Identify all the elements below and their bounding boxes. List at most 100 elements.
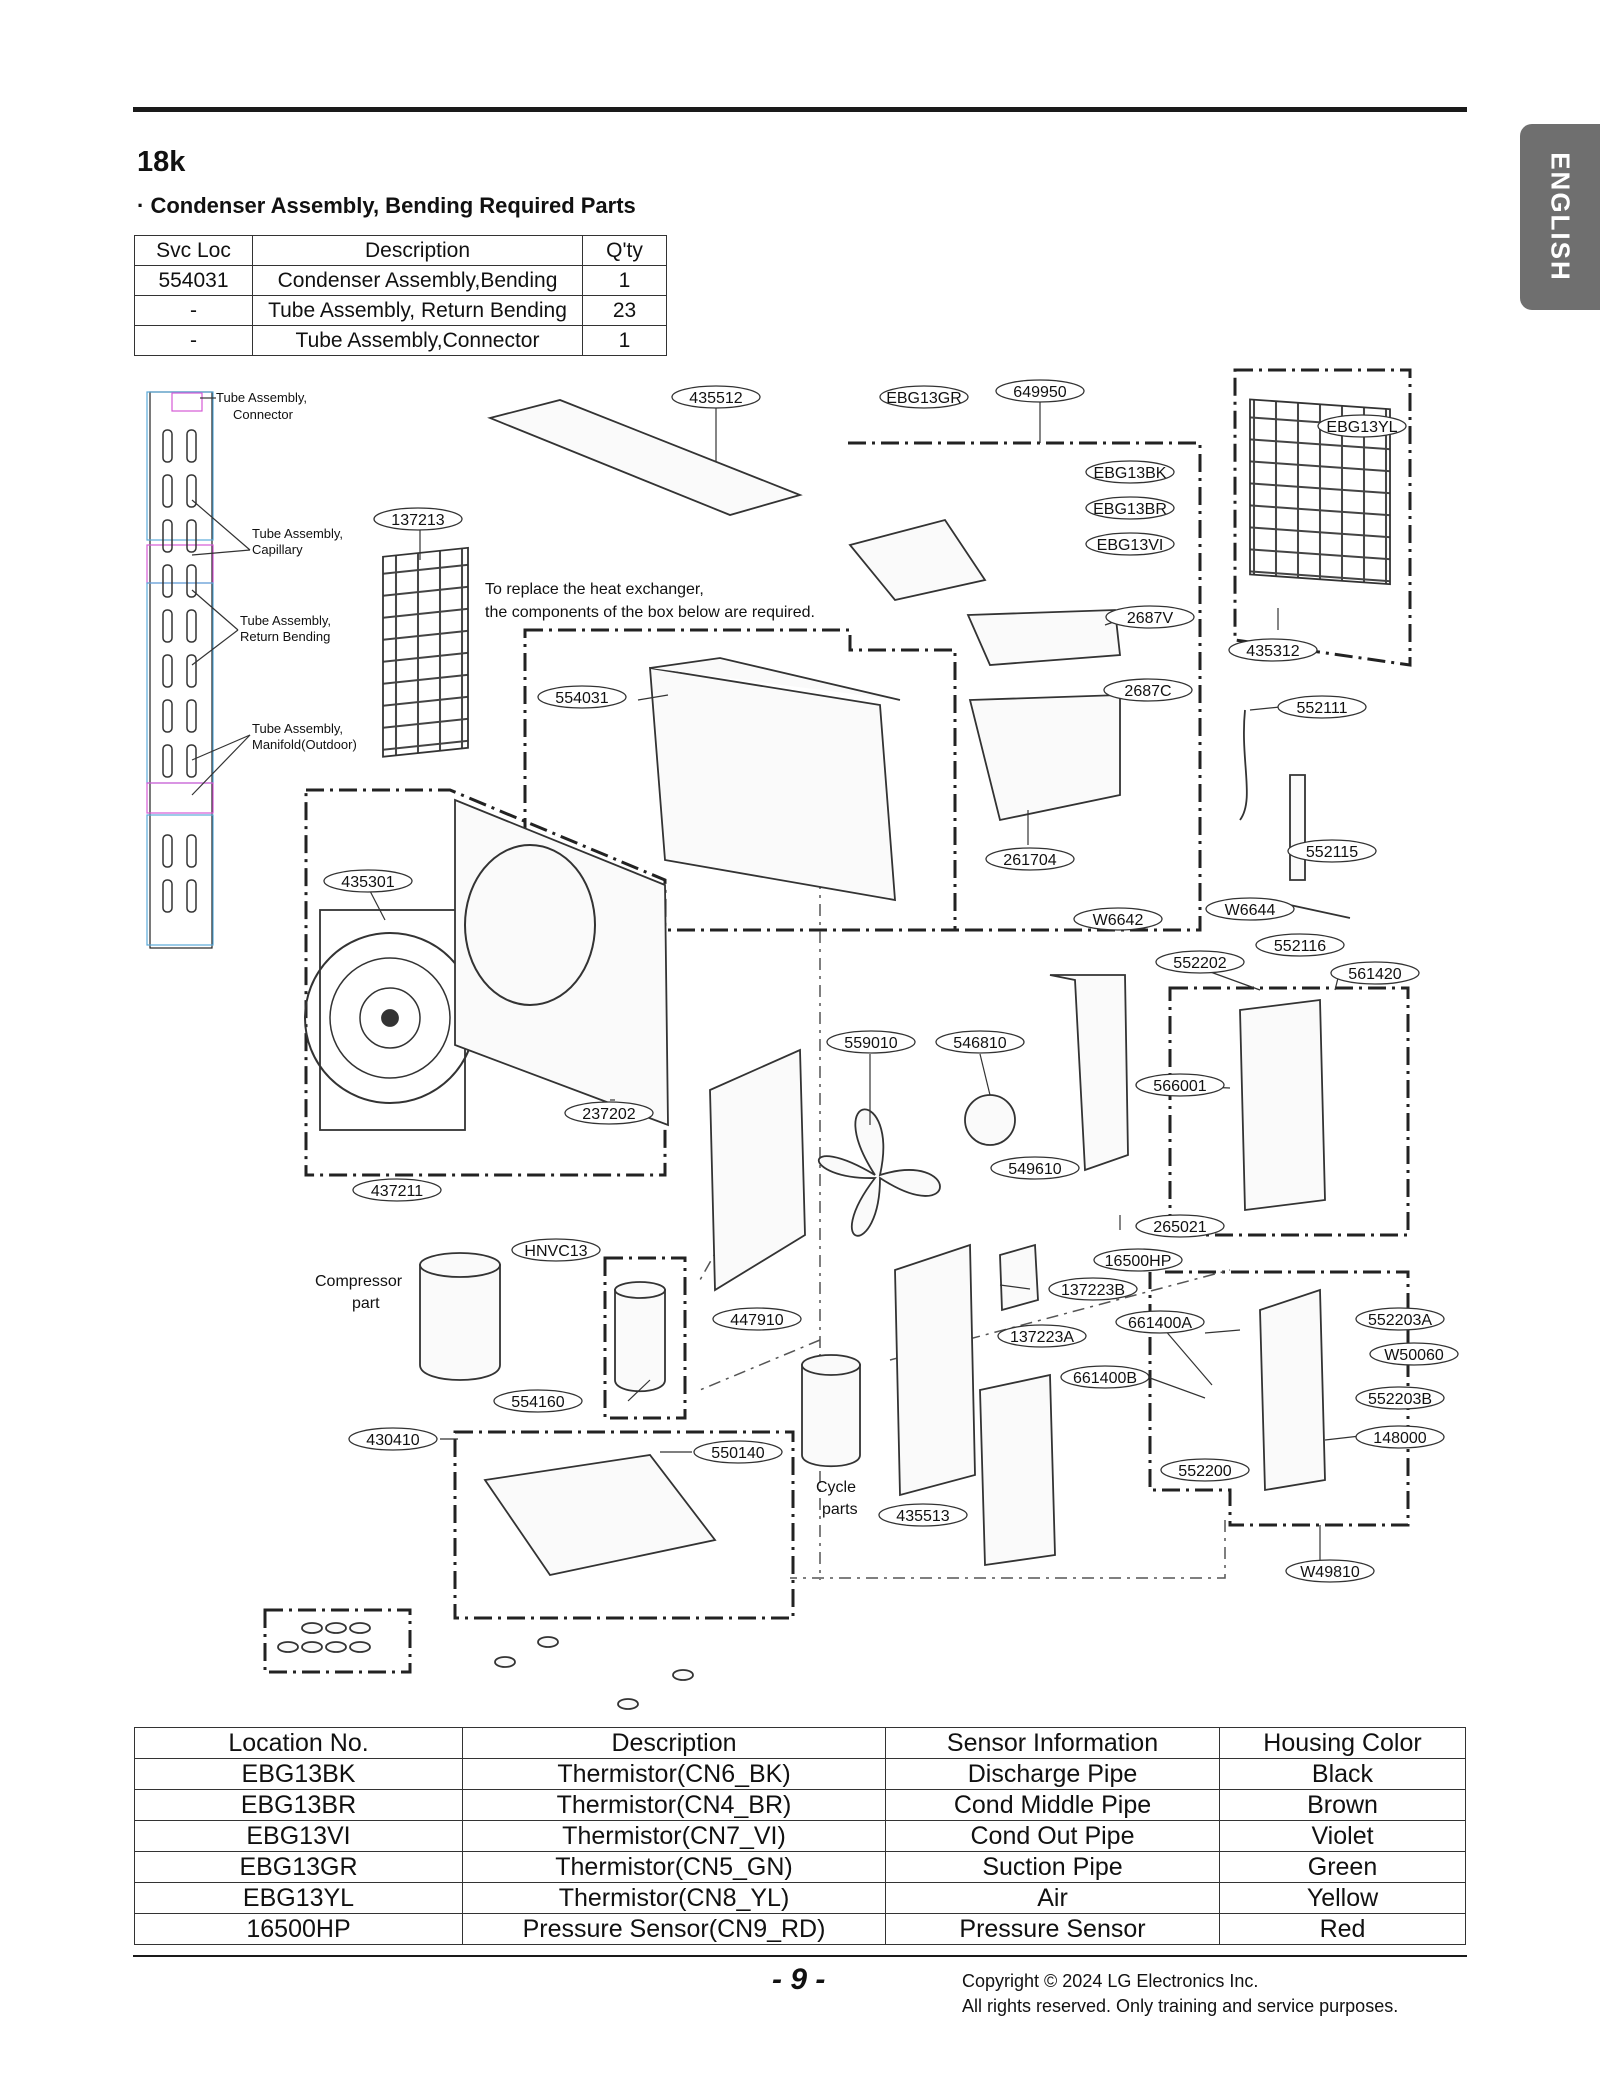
part-tag-label: EBG13VI: [1097, 537, 1164, 554]
table-row: - Tube Assembly, Return Bending 23: [134, 295, 667, 326]
part-tag-label: 550140: [711, 1445, 764, 1462]
table-cell: Discharge Pipe: [885, 1758, 1220, 1790]
diagram-note: To replace the heat exchanger,: [485, 581, 704, 598]
table-row: 16500HP Pressure Sensor(CN9_RD) Pressure…: [134, 1913, 1466, 1945]
sensor-table: Location No. Description Sensor Informat…: [134, 1727, 1466, 1945]
part-tag: 550140: [693, 1440, 783, 1464]
part-tag: 435301: [323, 869, 413, 893]
part-tag-label: 649950: [1013, 384, 1066, 401]
part-tag: 435512: [671, 385, 761, 409]
table-cell: EBG13BR: [134, 1789, 463, 1821]
table-cell: EBG13VI: [134, 1820, 463, 1852]
part-tag-label: 661400B: [1073, 1370, 1137, 1387]
part-tag-label: EBG13BK: [1094, 465, 1167, 482]
part-tag-label: 16500HP: [1105, 1253, 1172, 1270]
part-tag: 137223A: [997, 1324, 1087, 1348]
cycle-parts-label: Cycle: [816, 1479, 856, 1496]
table-header-row: Svc Loc Description Q'ty: [134, 235, 667, 266]
part-tag: 437211: [352, 1178, 442, 1202]
part-tag: EBG13BK: [1085, 460, 1175, 484]
copyright-notice: Copyright © 2024 LG Electronics Inc. All…: [962, 1969, 1398, 2019]
table-cell: EBG13GR: [134, 1851, 463, 1883]
part-tag-label: 137213: [391, 512, 444, 529]
table-cell: Thermistor(CN4_BR): [462, 1789, 886, 1821]
part-tag: 552202: [1155, 950, 1245, 974]
compressor-part-label: part: [352, 1295, 380, 1312]
table-cell: Pressure Sensor(CN9_RD): [462, 1913, 886, 1945]
table-cell: Condenser Assembly,Bending: [252, 265, 583, 296]
table-cell: Red: [1219, 1913, 1466, 1945]
part-tag: 265021: [1135, 1214, 1225, 1238]
table-cell: Thermistor(CN5_GN): [462, 1851, 886, 1883]
part-tag: W50060: [1369, 1342, 1459, 1366]
table-row: EBG13VI Thermistor(CN7_VI) Cond Out Pipe…: [134, 1820, 1466, 1852]
part-tag: 552203B: [1355, 1386, 1445, 1410]
part-tag-label: 561420: [1348, 966, 1401, 983]
table-cell: Thermistor(CN7_VI): [462, 1820, 886, 1852]
table-header-cell: Sensor Information: [885, 1727, 1220, 1759]
part-tag: 661400B: [1060, 1365, 1150, 1389]
part-tag: EBG13YL: [1317, 414, 1407, 438]
part-tag: W49810: [1285, 1559, 1375, 1583]
part-tag: 2687V: [1105, 605, 1195, 629]
parts-drawing: [277, 398, 1391, 1710]
part-tag-label: 261704: [1003, 852, 1056, 869]
tube-label-manifold: Tube Assembly,: [252, 721, 343, 736]
part-tag-label: 237202: [582, 1106, 635, 1123]
part-tag: 649950: [995, 379, 1085, 403]
part-tag-label: 137223A: [1010, 1329, 1074, 1346]
part-tag: 16500HP: [1093, 1248, 1183, 1272]
part-tag: HNVC13: [511, 1238, 601, 1262]
part-tag-label: 566001: [1153, 1078, 1206, 1095]
table-header-cell: Svc Loc: [134, 235, 253, 266]
table-cell: Thermistor(CN6_BK): [462, 1758, 886, 1790]
part-tag-label: EBG13GR: [886, 390, 962, 407]
part-tag-label: 549610: [1008, 1161, 1061, 1178]
model-heading: 18k: [137, 146, 186, 178]
language-tab-label: ENGLISH: [1545, 152, 1576, 282]
part-tag-label: 554160: [511, 1394, 564, 1411]
table-cell: -: [134, 325, 253, 356]
part-tag: 137223B: [1048, 1277, 1138, 1301]
language-tab[interactable]: ENGLISH: [1520, 124, 1600, 310]
tube-label-connector: Tube Assembly,: [216, 390, 307, 405]
table-header-row: Location No. Description Sensor Informat…: [134, 1727, 1466, 1759]
part-tag-label: 2687V: [1127, 610, 1174, 627]
exploded-parts-diagram: Tube Assembly, Connector Tube Assembly, …: [146, 368, 1459, 1710]
part-tag-label: EBG13YL: [1326, 419, 1397, 436]
part-tag-label: 265021: [1153, 1219, 1206, 1236]
part-tag-label: 552111: [1296, 700, 1347, 717]
part-tag-label: 435312: [1246, 643, 1299, 660]
part-tag-label: W50060: [1384, 1347, 1444, 1364]
part-tag: EBG13GR: [879, 385, 969, 409]
part-tag: 2687C: [1103, 678, 1193, 702]
part-tag-label: 148000: [1373, 1430, 1426, 1447]
part-tag: 552116: [1255, 933, 1345, 957]
tube-leader-lines: [191, 397, 251, 796]
table-row: - Tube Assembly,Connector 1: [134, 325, 667, 356]
tube-label-connector: Connector: [233, 407, 294, 422]
section-subtitle: · Condenser Assembly, Bending Required P…: [137, 193, 636, 218]
table-header-cell: Description: [462, 1727, 886, 1759]
part-tag: 566001: [1135, 1073, 1225, 1097]
part-tag: 237202: [564, 1101, 654, 1125]
part-tag: 559010: [826, 1030, 916, 1054]
table-cell: Yellow: [1219, 1882, 1466, 1914]
table-cell: Green: [1219, 1851, 1466, 1883]
part-tag-label: 552203A: [1368, 1312, 1432, 1329]
table-cell: 23: [582, 295, 667, 326]
table-row: EBG13YL Thermistor(CN8_YL) Air Yellow: [134, 1882, 1466, 1914]
copyright-line: Copyright © 2024 LG Electronics Inc.: [962, 1971, 1259, 1991]
part-tag: 435312: [1228, 638, 1318, 662]
part-tag: 661400A: [1115, 1310, 1205, 1334]
part-tag-label: EBG13BR: [1093, 501, 1167, 518]
bottom-rule: [133, 1955, 1467, 1957]
part-tag-label: 435512: [689, 390, 742, 407]
table-row: EBG13GR Thermistor(CN5_GN) Suction Pipe …: [134, 1851, 1466, 1883]
table-cell: EBG13YL: [134, 1882, 463, 1914]
part-tag-label: 546810: [953, 1035, 1006, 1052]
part-tag-label: 447910: [730, 1312, 783, 1329]
tube-label-return-bending: Tube Assembly,: [240, 613, 331, 628]
part-tag-label: 2687C: [1124, 683, 1171, 700]
part-tag: 554160: [493, 1389, 583, 1413]
